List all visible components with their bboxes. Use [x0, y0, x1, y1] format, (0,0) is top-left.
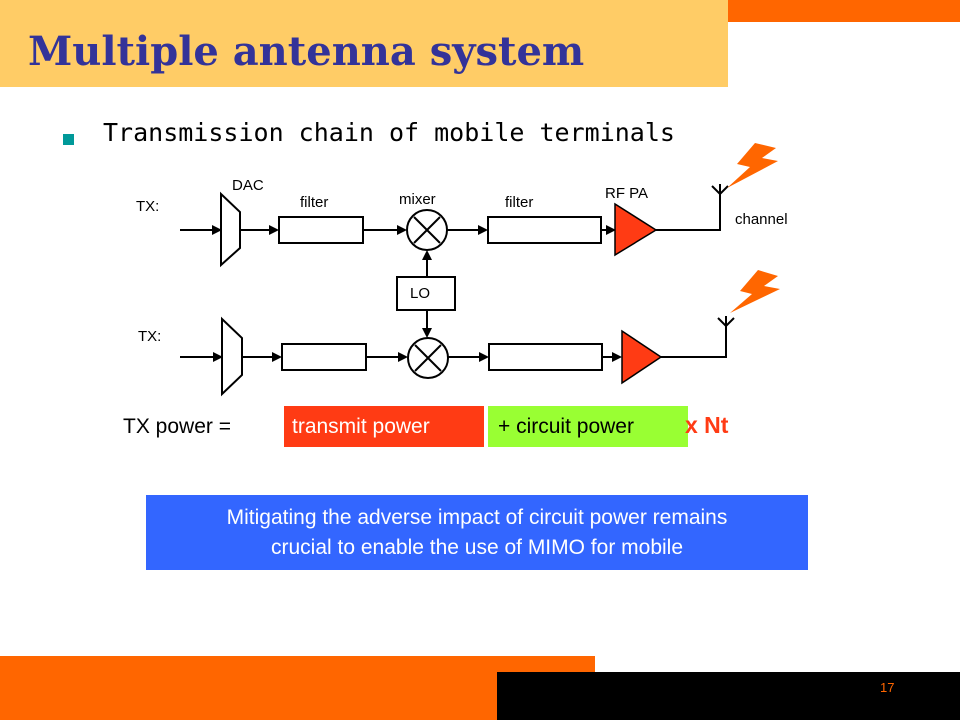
title-band	[0, 0, 728, 87]
slide-title: Multiple antenna system	[28, 28, 585, 75]
pa-to-antenna-line-2	[661, 326, 727, 358]
tx-power-label: TX power =	[123, 415, 231, 438]
tx-label-2: TX:	[138, 328, 162, 345]
antenna-icon-2	[717, 316, 735, 328]
mitigation-note-box: Mitigating the adverse impact of circuit…	[146, 495, 808, 570]
lightning-bolt-icon-2	[730, 270, 780, 313]
filter-block-4	[488, 343, 603, 371]
dac-block-1	[220, 191, 241, 268]
filter-block-1	[278, 216, 364, 244]
dac-label: DAC	[232, 177, 264, 194]
note-line-1: Mitigating the adverse impact of circuit…	[226, 505, 728, 529]
filter-label-2: filter	[505, 194, 534, 211]
bullet-square-icon	[63, 134, 74, 145]
filter-block-2	[487, 216, 602, 244]
footer-bar	[497, 672, 960, 720]
transmit-power-box: transmit power	[284, 406, 484, 447]
rf-pa-label: RF PA	[605, 185, 649, 202]
note-line-2: crucial to enable the use of MIMO for mo…	[270, 535, 684, 559]
dac-block-2	[221, 316, 243, 397]
lo-label: LO	[410, 285, 431, 302]
rf-pa-triangle-1	[614, 202, 658, 257]
mixer-cross-1	[413, 216, 441, 244]
filter-label-1: filter	[300, 194, 329, 211]
bottom-accent-bar	[0, 656, 595, 720]
nt-multiplier-label: x Nt	[685, 412, 729, 438]
mixer-label: mixer	[399, 191, 436, 208]
bullet-text: Transmission chain of mobile terminals	[103, 118, 675, 147]
circuit-power-box: + circuit power	[488, 406, 688, 447]
page-number: 17	[880, 680, 895, 695]
tx-label-1: TX:	[136, 198, 160, 215]
lightning-bolt-icon-1	[727, 143, 778, 188]
channel-label: channel	[735, 211, 788, 228]
pa-to-antenna-line-1	[656, 194, 721, 231]
mixer-cross-2	[414, 344, 442, 372]
rf-pa-triangle-2	[621, 329, 663, 385]
antenna-icon-1	[711, 184, 729, 196]
filter-block-3	[281, 343, 367, 371]
